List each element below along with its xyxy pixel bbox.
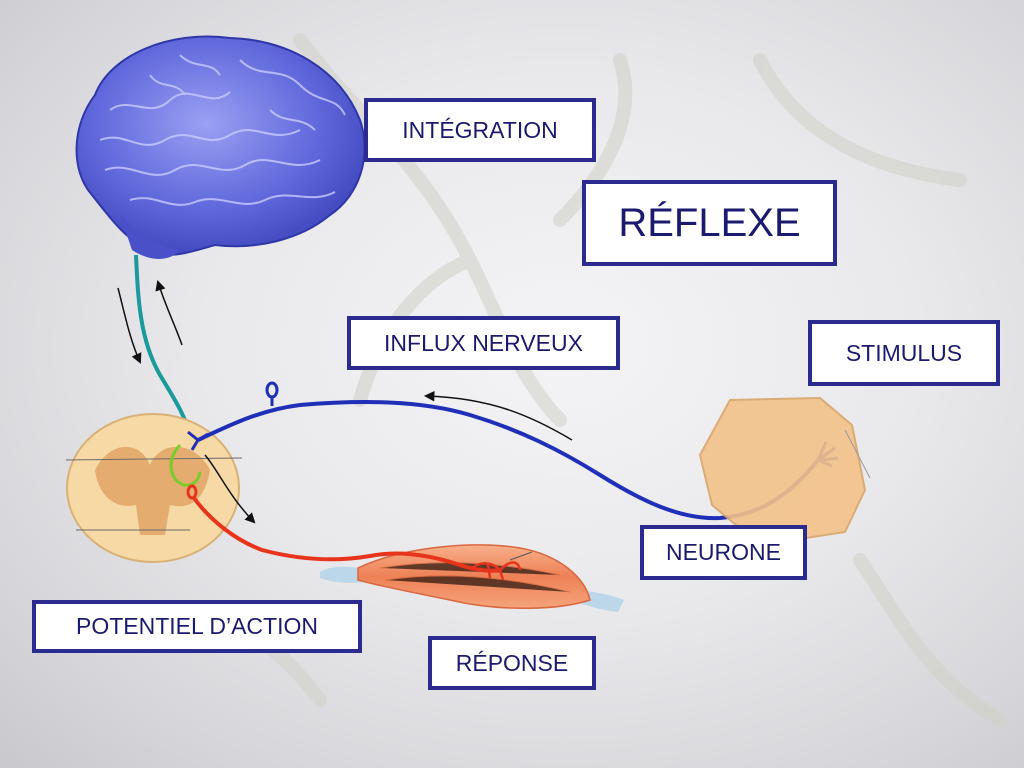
spinal-pathway [134,254,194,441]
label-potentiel: POTENTIEL D’ACTION [32,600,362,653]
descending-arrow [117,287,142,364]
ascending-arrow [155,279,183,346]
cell-body [265,381,279,399]
label-reponse: RÉPONSE [428,636,596,690]
influx-arrow [423,391,573,441]
label-neurone: NEURONE [640,525,807,580]
label-stimulus: STIMULUS [808,320,1000,386]
slide-title: RÉFLEXE [582,180,837,266]
spinal-cord-section [65,413,243,563]
skin-receptor [698,396,871,547]
motor-neuron [186,484,522,581]
label-integration: INTÉGRATION [364,98,596,162]
interneuron [169,443,202,487]
motor-arrow [204,454,256,524]
brain-image [75,35,366,259]
label-influx: INFLUX NERVEUX [347,316,620,370]
